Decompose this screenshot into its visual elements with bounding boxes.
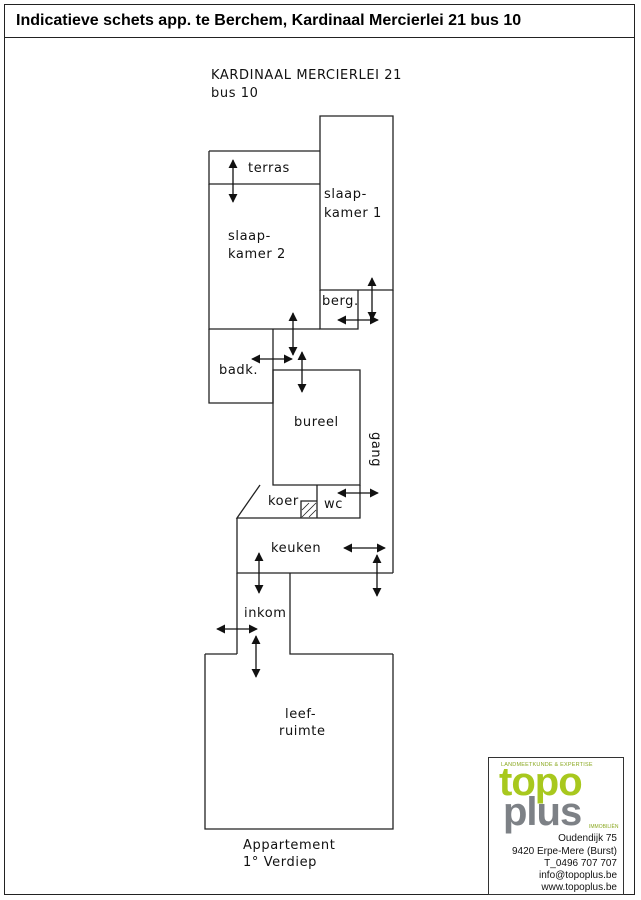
koer-shaft-hatch bbox=[301, 502, 317, 518]
address-line-2: bus 10 bbox=[211, 86, 259, 101]
contact-email[interactable]: info@topoplus.be bbox=[539, 870, 617, 881]
room-label-wc: wc bbox=[324, 497, 343, 512]
logo-word-topo: topo bbox=[499, 760, 583, 804]
room-label-slaapkamer-1-b: kamer 1 bbox=[324, 206, 382, 221]
logo-word-plus: plus bbox=[503, 790, 582, 834]
sheet-border bbox=[4, 4, 635, 895]
plan-caption-1: Appartement bbox=[243, 838, 335, 853]
room-label-inkom: inkom bbox=[244, 606, 287, 621]
room-label-slaapkamer-1-a: slaap- bbox=[324, 187, 367, 202]
page-title: Indicatieve schets app. te Berchem, Kard… bbox=[16, 12, 522, 29]
room-label-badk: badk. bbox=[219, 363, 258, 378]
wall-inkom bbox=[236, 573, 393, 655]
room-label-leefruimte-b: ruimte bbox=[279, 724, 326, 739]
contact-city: 9420 Erpe-Mere (Burst) bbox=[511, 846, 617, 857]
room-label-bureel: bureel bbox=[294, 415, 339, 430]
wall-koer-wc bbox=[235, 484, 361, 519]
contact-phone: T_0496 707 707 bbox=[544, 858, 617, 869]
room-label-terras: terras bbox=[248, 161, 290, 176]
room-label-slaapkamer-2-b: kamer 2 bbox=[228, 247, 286, 262]
wall-leefruimte bbox=[204, 653, 394, 830]
wall-slaapkamer-1 bbox=[319, 115, 394, 291]
logo-tagline: LANDMEETKUNDE & EXPERTISE bbox=[501, 762, 593, 768]
wall-lines bbox=[204, 115, 394, 830]
logo-subtitle: IMMOBILIËN bbox=[589, 824, 619, 830]
door-arrows bbox=[216, 159, 386, 678]
title-bar: Indicatieve schets app. te Berchem, Kard… bbox=[4, 4, 635, 38]
room-label-koer: koer bbox=[268, 494, 299, 509]
wall-badk bbox=[208, 329, 274, 404]
company-logo-block: LANDMEETKUNDE & EXPERTISE topo plus IMMO… bbox=[488, 757, 624, 895]
contact-website[interactable]: www.topoplus.be bbox=[541, 882, 617, 893]
room-label-slaapkamer-2-a: slaap- bbox=[228, 229, 271, 244]
room-label-keuken: keuken bbox=[271, 541, 321, 556]
wall-berg bbox=[319, 290, 359, 330]
room-label-berg: berg. bbox=[322, 294, 359, 309]
room-label-gang: gang bbox=[368, 432, 383, 467]
room-label-leefruimte-a: leef- bbox=[285, 707, 316, 722]
address-line-1: KARDINAAL MERCIERLEI 21 bbox=[211, 68, 402, 83]
plan-caption-2: 1° Verdiep bbox=[243, 855, 317, 870]
contact-street: Oudendijk 75 bbox=[558, 833, 617, 844]
